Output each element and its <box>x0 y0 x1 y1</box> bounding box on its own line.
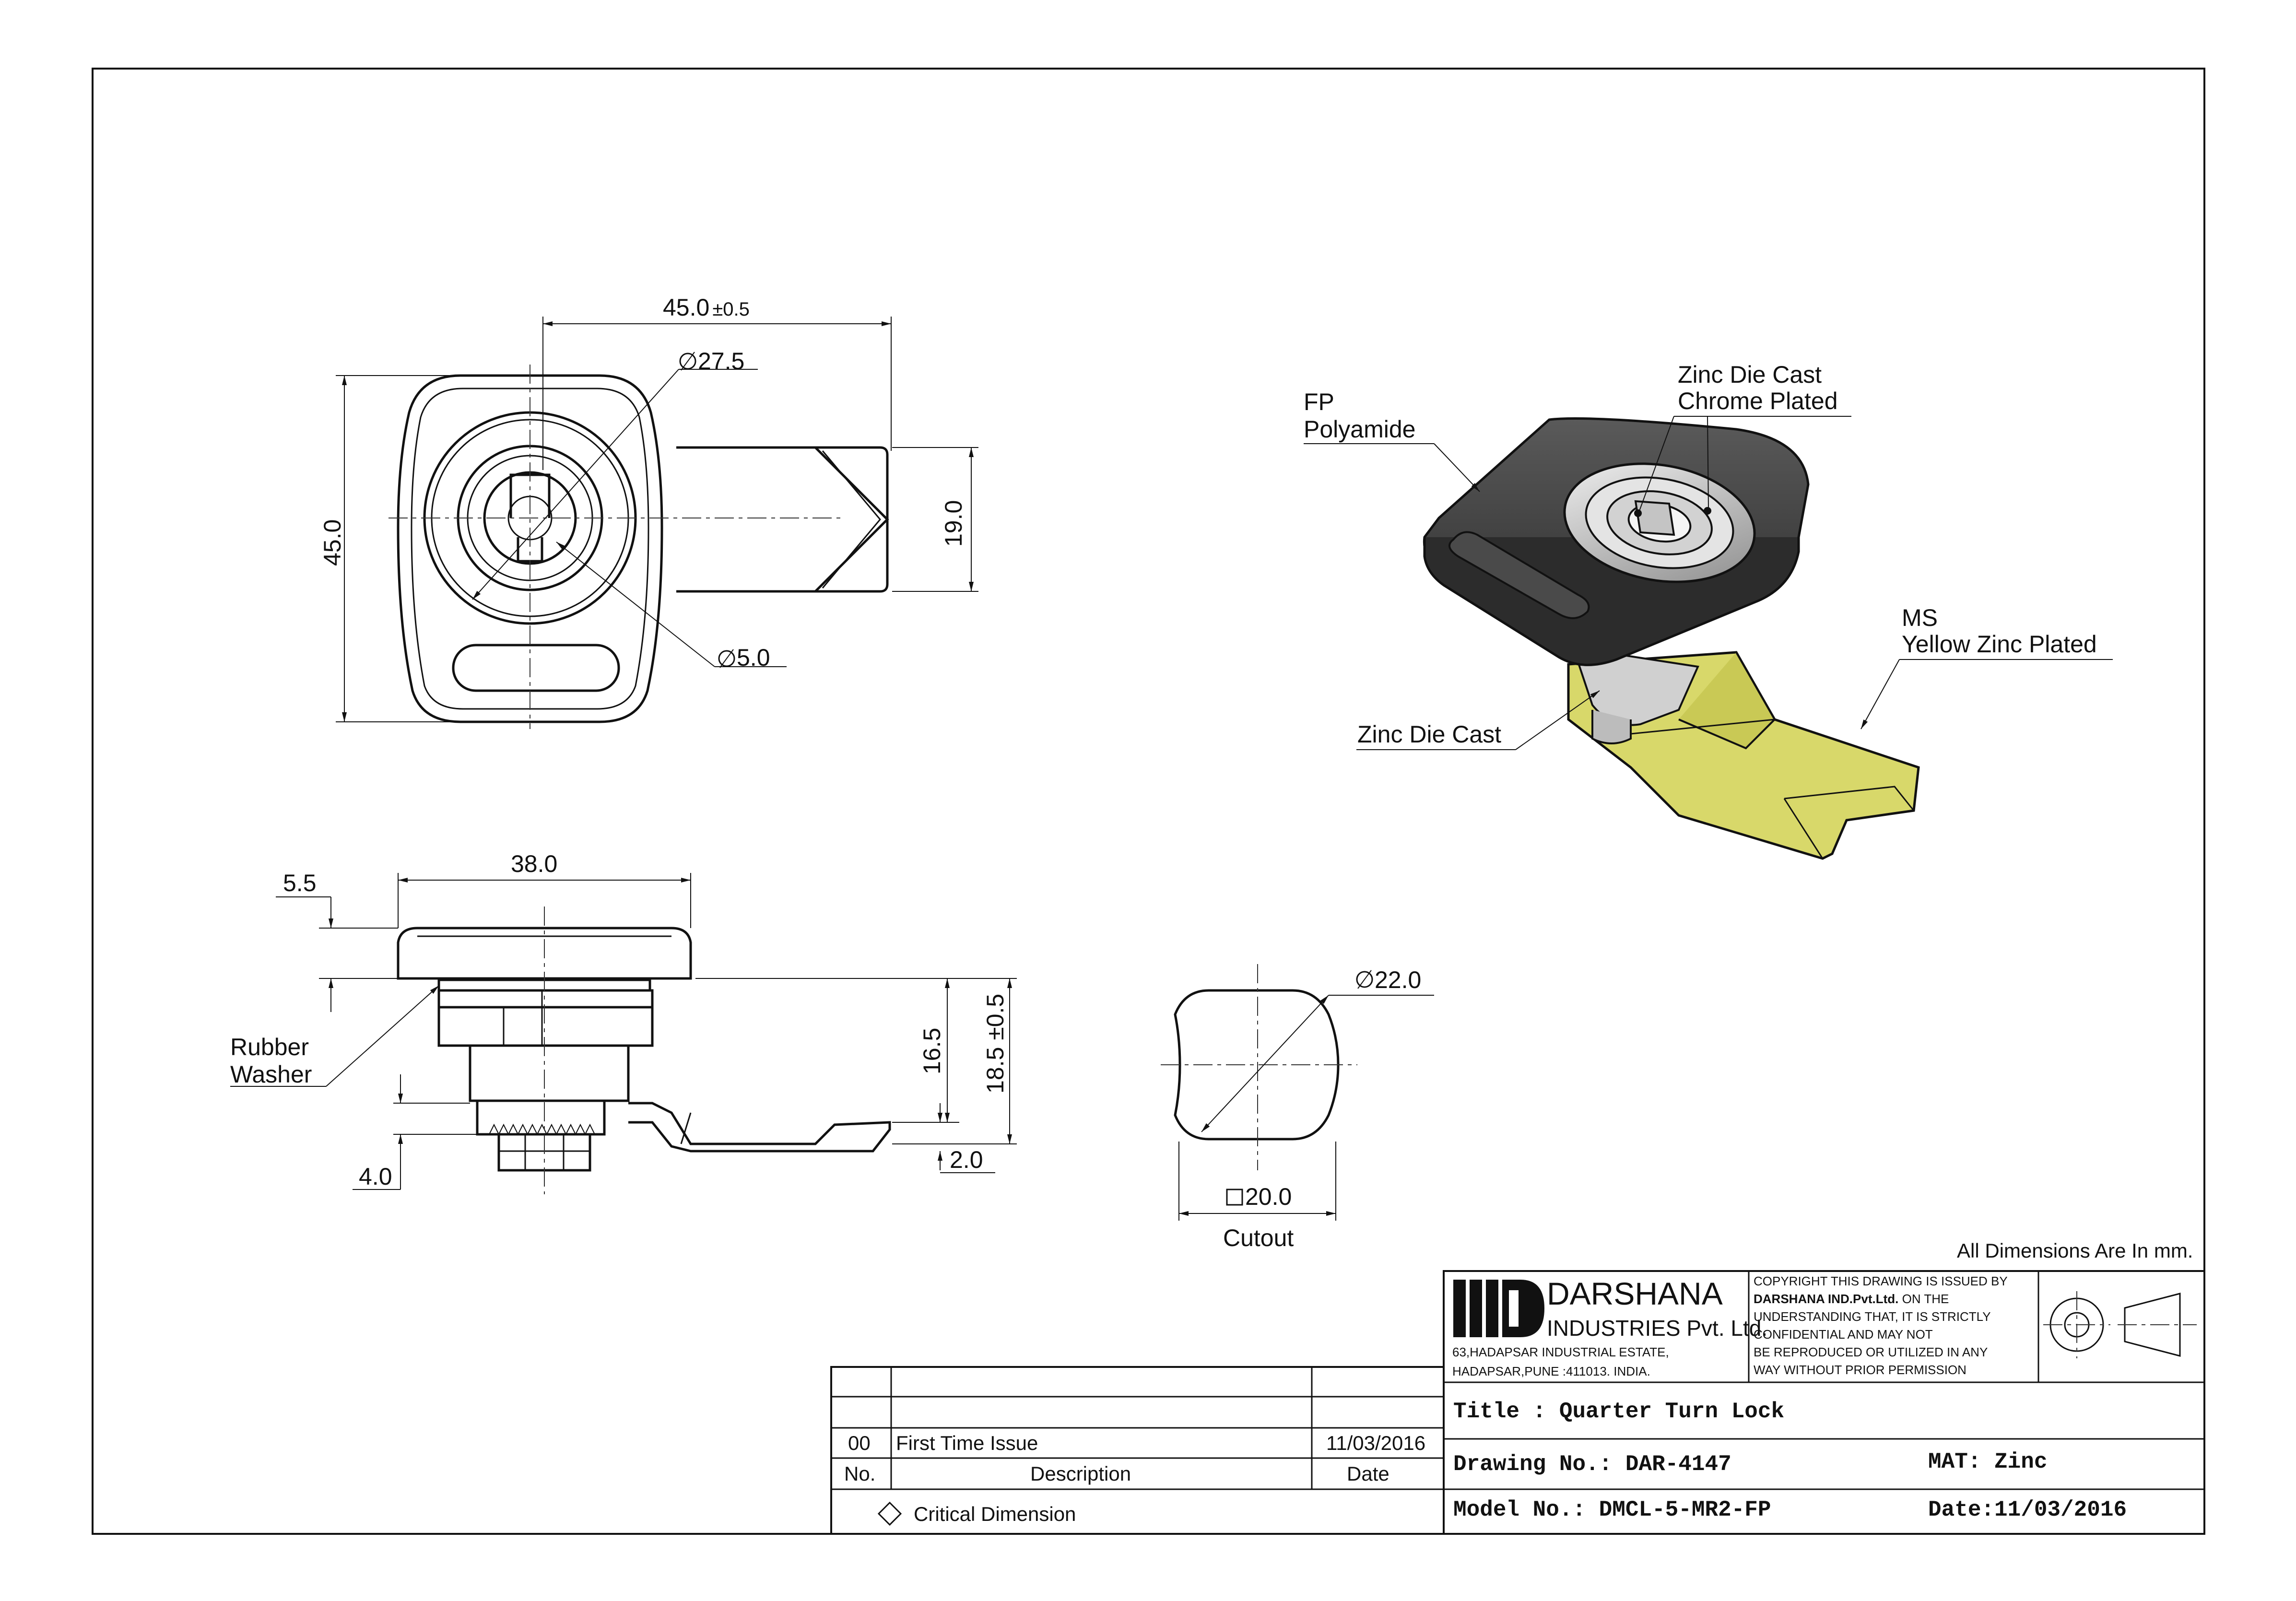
material: MAT: Zinc <box>1928 1449 2047 1474</box>
dim-width-45: 45.0±0.5 <box>663 294 750 321</box>
dim-dia-27-5: 27.5 <box>698 348 744 375</box>
copyright-line-5: BE REPRODUCED OR UTILIZED IN ANY <box>1754 1345 1988 1359</box>
svg-text:DARSHANA IND.Pvt.Ltd. ON THE: DARSHANA IND.Pvt.Ltd. ON THE <box>1754 1292 1949 1306</box>
revision-date-0: 11/03/2016 <box>1326 1432 1425 1454</box>
dim-cutout-sq-20: 20.0 <box>1245 1183 1292 1210</box>
label-cutout: Cutout <box>1223 1224 1294 1251</box>
side-view: 38.0 5.5 16.5 18.5 ±0.5 2.0 4.0 Rubber <box>230 850 1017 1194</box>
dim-overall-38: 38.0 <box>511 850 557 877</box>
dim-cam-19: 19.0 <box>940 500 967 547</box>
cutout-view: 22.0 20.0 Cutout <box>1161 964 1434 1251</box>
copyright-line-4: CONFIDENTIAL AND MAY NOT <box>1754 1327 1933 1342</box>
cutout-shape <box>1174 989 1340 1141</box>
drawing-number: Drawing No.: DAR-4147 <box>1453 1452 1731 1477</box>
label-fp: FP <box>1304 388 1334 415</box>
company-address-1: 63,HADAPSAR INDUSTRIAL ESTATE, <box>1452 1345 1669 1359</box>
company-logo <box>1453 1280 1544 1337</box>
label-rubber-washer-1: Rubber <box>230 1034 309 1060</box>
revision-header-date: Date <box>1347 1462 1389 1485</box>
dim-dia-5: 5.0 <box>737 644 770 671</box>
revision-header-description: Description <box>1030 1462 1131 1485</box>
critical-dimension-icon <box>877 1501 902 1526</box>
label-polyamide: Polyamide <box>1304 416 1415 443</box>
copyright-line-2-bold: DARSHANA IND.Pvt.Ltd. <box>1754 1292 1898 1306</box>
copyright-line-2-rest: ON THE <box>1898 1292 1949 1306</box>
front-view: 45.0±0.5 45.0 19.0 27.5 5.0 <box>319 294 978 729</box>
label-ms: MS <box>1902 604 1938 631</box>
dim-height-45: 45.0 <box>319 519 346 566</box>
dim-grip-16-5: 16.5 <box>918 1028 945 1074</box>
dim-flange-5-5: 5.5 <box>283 870 317 896</box>
company-subname: INDUSTRIES Pvt. Ltd. <box>1547 1316 1767 1341</box>
dim-cam-offset-18-5: 18.5 ±0.5 <box>982 994 1009 1094</box>
revision-description-0: First Time Issue <box>896 1432 1038 1454</box>
units-note: All Dimensions Are In mm. <box>1957 1239 2193 1262</box>
label-chrome-plated: Chrome Plated <box>1678 388 1838 414</box>
dim-cam-thk-2: 2.0 <box>950 1146 983 1173</box>
label-zinc-die-cast-bottom: Zinc Die Cast <box>1357 721 1501 748</box>
copyright-line-6: WAY WITHOUT PRIOR PERMISSION <box>1754 1363 1966 1377</box>
isometric-view: FP Polyamide Zinc Die Cast Chrome Plated… <box>1304 361 2113 860</box>
revision-no-0: 00 <box>848 1432 871 1454</box>
company-address-2: HADAPSAR,PUNE :411013. INDIA. <box>1452 1364 1650 1378</box>
title-block: DARSHANA INDUSTRIES Pvt. Ltd. 63,HADAPSA… <box>1443 1270 2205 1535</box>
front-bezel <box>397 374 663 723</box>
label-rubber-washer-2: Washer <box>230 1061 312 1088</box>
front-cam <box>676 446 889 593</box>
revision-header-no: No. <box>844 1462 875 1485</box>
dim-cutout-dia-22: 22.0 <box>1375 966 1421 993</box>
dim-nut-4: 4.0 <box>359 1163 392 1190</box>
label-yellow-zinc: Yellow Zinc Plated <box>1902 631 2097 658</box>
side-cam <box>628 1102 891 1153</box>
company-name: DARSHANA <box>1547 1276 1723 1311</box>
drawing-title: Title : Quarter Turn Lock <box>1453 1399 1784 1424</box>
critical-dimension-note: Critical Dimension <box>914 1503 1076 1525</box>
copyright-line-3: UNDERSTANDING THAT, IT IS STRICTLY <box>1754 1309 1991 1324</box>
side-flange <box>397 927 692 980</box>
revision-table: 00 First Time Issue 11/03/2016 No. Descr… <box>830 1366 1445 1535</box>
copyright-line-1: COPYRIGHT THIS DRAWING IS ISSUED BY <box>1754 1274 2008 1288</box>
third-angle-projection-icon <box>2043 1291 2197 1358</box>
drawing-date: Date:11/03/2016 <box>1928 1497 2127 1522</box>
label-zinc-die-cast-top: Zinc Die Cast <box>1678 361 1822 388</box>
model-number: Model No.: DMCL-5-MR2-FP <box>1453 1497 1771 1522</box>
